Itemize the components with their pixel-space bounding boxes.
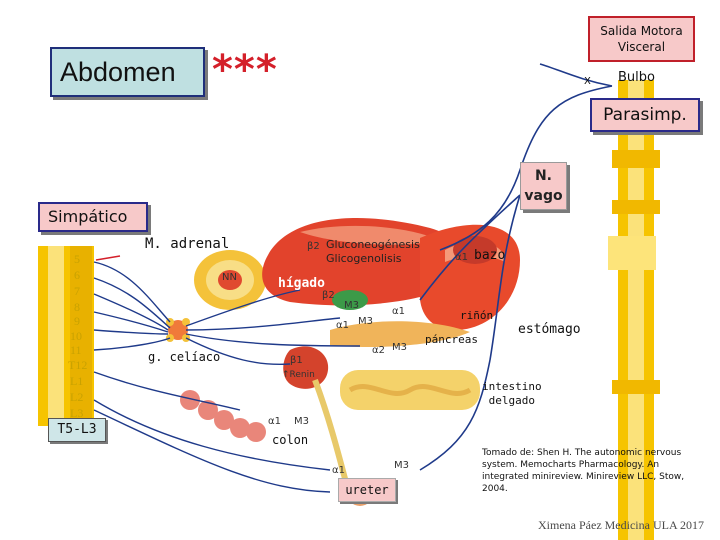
receptor-label: α1 <box>268 416 281 427</box>
receptor-label: NN <box>222 272 237 283</box>
receptor-label: M3 <box>344 300 359 311</box>
effect-line1: Gluconeogénesis <box>326 238 420 251</box>
small-intestine-label: intestino delgado <box>482 380 542 408</box>
adrenal-label: M. adrenal <box>145 236 230 252</box>
vertebra-label: L2 <box>70 390 84 404</box>
liver <box>262 218 471 306</box>
pancreas-label: páncreas <box>425 333 478 346</box>
vertebra-label: 6 <box>74 268 80 282</box>
adrenal-gland <box>194 250 266 310</box>
gallbladder-label: vesícula <box>274 304 323 315</box>
vertebra-label: 10 <box>70 329 82 343</box>
vertebra-label: 11 <box>70 343 82 357</box>
gallbladder <box>332 290 368 310</box>
small-intestine <box>340 370 480 410</box>
vertebra-label: T12 <box>68 358 88 372</box>
colon <box>180 390 266 442</box>
liver-effects: Gluconeogénesis Glicogenolisis <box>326 238 420 266</box>
parasympathetic-label: Parasimp. <box>590 98 700 132</box>
cranial-nerve-x-label: X <box>584 76 591 87</box>
receptor-label: β2 <box>322 290 335 301</box>
spleen-label: bazo <box>474 248 506 263</box>
credit-text: Ximena Páez Medicina ULA 2017 <box>538 518 704 532</box>
vertebra-label: L1 <box>70 374 84 388</box>
vertebra-label: 5 <box>74 252 80 266</box>
title-marker: *** <box>212 47 278 93</box>
adrenal-arrow <box>95 255 121 261</box>
effect-line2: Glicogenolisis <box>326 252 402 265</box>
segments-label: T5-L3 <box>48 418 106 442</box>
colon-label: colon <box>272 433 309 447</box>
vertebral-column <box>38 246 94 426</box>
ureter-label: ureter <box>338 478 396 502</box>
vertebra-label: 9 <box>74 314 80 328</box>
receptor-label: M3 <box>294 416 309 427</box>
small-intestine-line1: intestino <box>482 380 542 393</box>
reference-text: Tomado de: Shen H. The autonomic nervous… <box>482 448 685 494</box>
receptor-label: M3 <box>392 342 407 353</box>
kidney-label: riñón <box>460 309 494 322</box>
small-intestine-line2: delgado <box>488 394 535 407</box>
receptor-label: α1 <box>332 465 345 476</box>
bulbo-label: Bulbo <box>618 70 655 85</box>
vagus-line2: vago <box>524 188 563 204</box>
receptor-label: β1 <box>290 355 303 366</box>
vagus-nerve-label: N. vago <box>520 162 567 210</box>
motor-output-line1: Salida Motora <box>600 24 683 38</box>
receptor-label: M3 <box>358 316 373 327</box>
receptor-label: M3 <box>394 460 409 471</box>
receptor-label: α1 <box>336 320 349 331</box>
vertebra-label: L3 <box>70 406 84 420</box>
kidney <box>283 346 329 389</box>
sympathetic-nerve-paths <box>93 261 361 493</box>
stomach-label: estómago <box>518 322 581 337</box>
receptor-label: β2 <box>307 241 320 252</box>
celiac-ganglion-label: g. celíaco <box>148 350 221 364</box>
sympathetic-label: Simpático <box>38 202 148 232</box>
pancreas <box>330 321 470 348</box>
receptor-label: α1 <box>392 306 405 317</box>
motor-output-label: Salida Motora Visceral <box>588 16 695 62</box>
spinal-cord <box>608 80 660 540</box>
renin-label: ↑Renin <box>282 370 315 380</box>
vertebra-label: 7 <box>74 284 80 298</box>
spleen <box>453 236 497 264</box>
page-title: Abdomen <box>50 47 205 97</box>
receptor-label: α2 <box>372 345 385 356</box>
liver-label: hígado <box>278 276 325 291</box>
vagus-line1: N. <box>534 168 553 184</box>
motor-output-line2: Visceral <box>617 40 666 54</box>
vertebra-label: 8 <box>74 300 80 314</box>
receptor-label: α1 <box>455 252 468 263</box>
